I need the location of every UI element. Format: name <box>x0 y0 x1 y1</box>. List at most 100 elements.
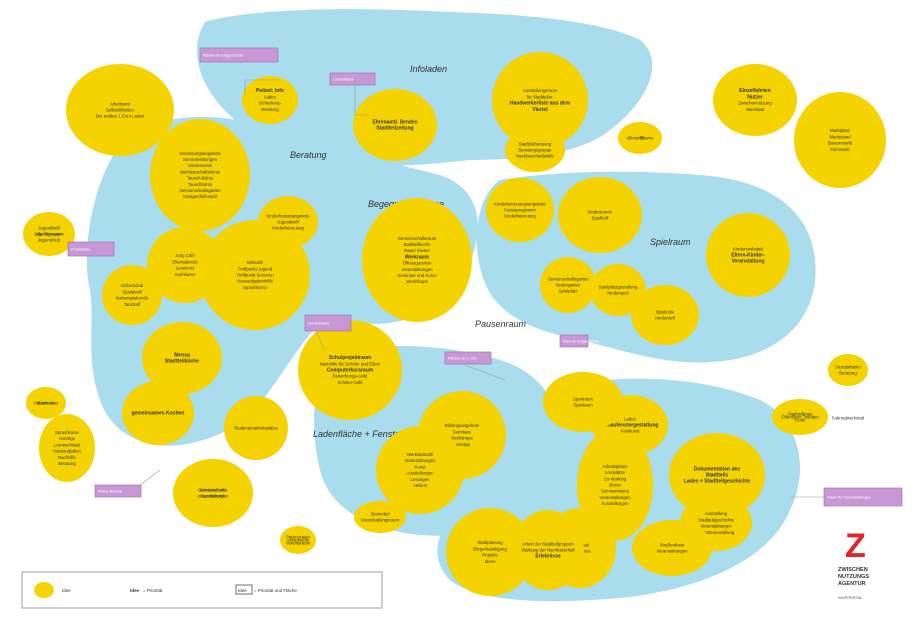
idea-bubble-shape <box>122 381 194 445</box>
idea-bubble-ganz_rechts2: Fahrradwerkstatt <box>832 416 865 421</box>
idea-text: Schaufenstergestaltung <box>602 423 659 429</box>
idea-text: Ausstellung <box>705 511 728 516</box>
logo-line1: ZWISCHEN <box>838 567 868 573</box>
idea-text: Eltern-Kinder- <box>731 253 765 259</box>
idea-text: Lesekreis <box>176 266 194 271</box>
idea-text: Fahrradwerkstatt <box>832 416 865 421</box>
cluster-label-pausenraum: Pausenraum <box>475 319 527 329</box>
idea-text: Büros <box>609 483 620 488</box>
legend-box-icon <box>235 584 253 595</box>
idea-text: Sicherheits- <box>259 101 282 106</box>
idea-text: Sozialarbeiter <box>835 364 862 369</box>
idea-text: Werkstatt und <box>200 487 227 492</box>
connector-lines <box>139 79 828 498</box>
area-pill-shape <box>444 351 492 365</box>
legend-box: Idee <box>238 588 247 593</box>
area-pill-label: Räume im 1. OG <box>448 357 477 361</box>
legend: Idee Idee = Priorität Idee = Priorität u… <box>21 571 383 609</box>
area-pill-label: Räume im Erdgeschoss <box>203 54 243 58</box>
idea-text: Jugendtreff <box>277 220 299 225</box>
idea-text: Sprachkurse <box>55 430 80 435</box>
idea-text: Elternabende <box>172 259 198 264</box>
idea-text: Beratungsgruppe <box>519 148 553 153</box>
cluster-label-beratung: Beratung <box>290 150 327 160</box>
idea-text: Partnerraum <box>286 534 310 539</box>
idea-text: Ehrenamtl. Sendes <box>372 119 417 125</box>
idea-bubble-spielraum_a: GemeinschaftsgartenKindergartenSpielplat… <box>540 257 596 313</box>
area-pill-label: Büro im Erdgeschoss <box>563 340 599 344</box>
idea-text: Raum mieten <box>404 248 430 253</box>
idea-bubble-bildung_left: SprachkurseVorträgeLernwerkstattHausaufg… <box>39 414 95 482</box>
idea-text: Serviceleistungen <box>183 157 218 162</box>
idea-text: Gemeinschafts- <box>198 487 229 492</box>
idea-text: Sprachkurse <box>243 285 268 290</box>
idea-bubble-offen: offene Räume <box>627 136 655 141</box>
idea-text: Schachclub <box>121 283 144 288</box>
idea-text: Kindertreff <box>655 316 676 321</box>
idea-text: Lernwerkstatt <box>54 442 81 447</box>
idea-bubble-shape <box>669 433 765 517</box>
idea-text: Mensa <box>174 352 190 358</box>
idea-bubble-shape <box>173 459 253 527</box>
idea-text: veranstaltungen <box>198 494 229 499</box>
idea-text: Kinderturnen <box>588 209 613 214</box>
idea-text: Sportbereich <box>201 494 226 499</box>
area-pill-label: Ladenfläche <box>333 78 354 82</box>
idea-text: Stadtplanung <box>477 540 503 545</box>
idea-text: Bücherei <box>38 401 55 406</box>
idea-text: Schüler-Café <box>337 380 363 385</box>
idea-text: Beratung <box>839 371 857 376</box>
idea-text: Werkraum <box>405 254 430 260</box>
idea-text: Workshops <box>406 279 427 284</box>
idea-text: Anlaufstelle <box>287 538 310 543</box>
idea-text: Einzelfahrten <box>739 88 770 94</box>
idea-bubble-shape <box>590 264 646 316</box>
area-pill-shape <box>94 484 142 498</box>
idea-text: Marktplatz <box>830 128 850 133</box>
idea-text: Hof <box>637 136 644 141</box>
idea-text: Kinderbetreuung <box>272 226 304 231</box>
idea-text: Stadtteilzeitung <box>376 126 413 132</box>
idea-text: Jung Café <box>175 253 195 258</box>
idea-text: Sitzmöbel <box>371 511 390 516</box>
idea-text: Straßenfeste <box>660 542 685 547</box>
idea-bubble-shape <box>102 265 162 325</box>
idea-bubble-stadt_links: alle Personen <box>36 232 63 237</box>
idea-bubble-shape <box>713 64 797 136</box>
idea-bubbles: Polizei: InfoLadenSicherheits-BeratungAu… <box>23 52 886 596</box>
idea-bubble-shape <box>618 122 662 154</box>
idea-text: Ausstellungsraum <box>523 88 558 93</box>
idea-text: Veranstaltungen <box>700 524 732 529</box>
idea-text: Arbeit der Stadtteilgruppen <box>522 541 574 546</box>
idea-bubble-ganz_rechts1: Öffentliche Toiletten <box>781 415 819 420</box>
logo-line4: WUPPERTAL <box>838 595 863 600</box>
area-pill-label: Raum für Veranstaltungen <box>827 496 871 500</box>
idea-text: Jugendclub <box>38 238 61 243</box>
area-pill: Ladenfläche <box>329 72 376 86</box>
idea-text: Lesungen <box>411 477 430 482</box>
idea-text: Bauernmarkt <box>828 141 853 146</box>
idea-bubble-shape <box>828 354 868 386</box>
idea-bubble-lesen: Bücherei <box>38 401 55 406</box>
area-pill-label: Vereinsraum <box>308 322 329 326</box>
area-pill-shape <box>304 314 352 332</box>
cluster-label-spielraum: Spielraum <box>650 237 691 247</box>
idea-text: Seminarräume <box>601 489 630 494</box>
legend-idea-bold: Idee <box>130 588 140 593</box>
idea-text: Gemeinschaftsgarten <box>548 276 589 281</box>
idea-bubble-gemeinschaft: Gemeinschafts-veranstaltungen <box>173 459 253 527</box>
idea-text: Treffpunkt Jugend <box>238 266 273 271</box>
